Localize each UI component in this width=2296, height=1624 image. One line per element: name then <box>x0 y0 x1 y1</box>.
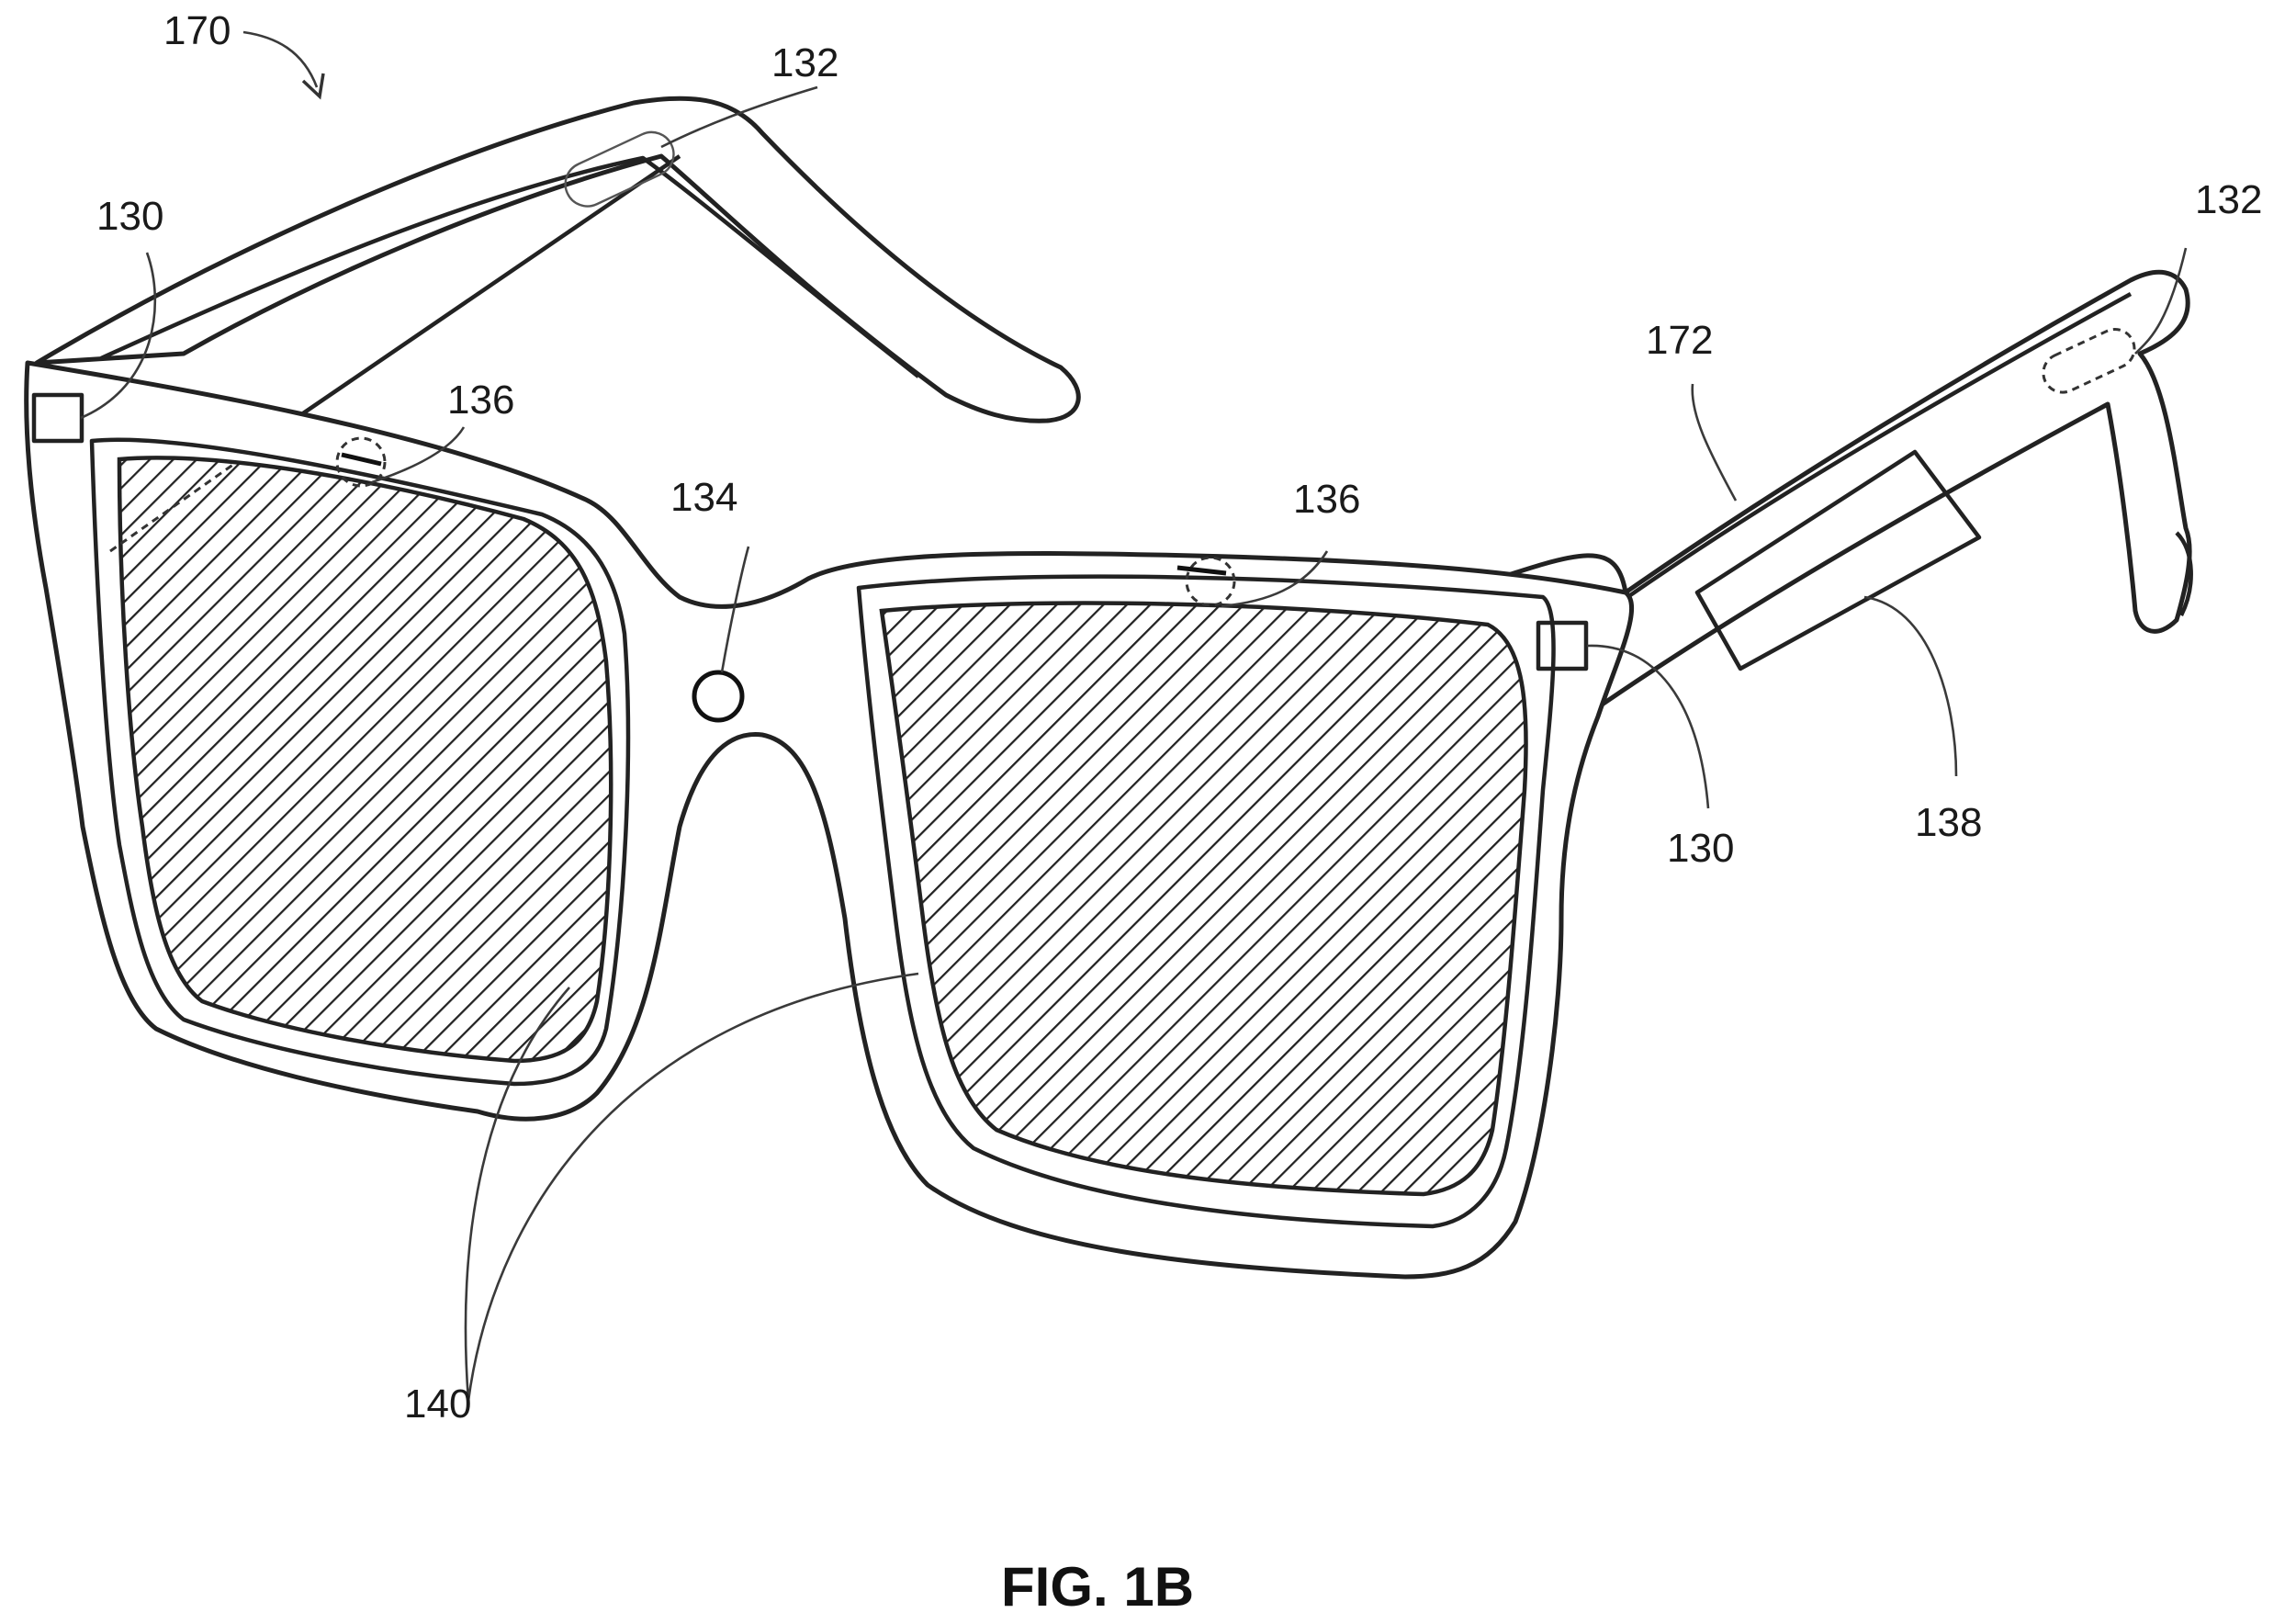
left-temple-arm <box>34 96 1081 423</box>
arrow-170 <box>242 30 319 88</box>
leader-130-right <box>1586 644 1710 809</box>
label-140: 140 <box>404 1382 471 1427</box>
light-indicator-left <box>335 436 387 488</box>
leader-136-left <box>371 426 466 484</box>
label-172: 172 <box>1646 318 1713 363</box>
leader-132-left <box>660 85 818 149</box>
label-132-left: 132 <box>771 40 838 85</box>
camera <box>692 670 745 723</box>
label-136-left: 136 <box>447 378 514 423</box>
label-170: 170 <box>163 8 231 53</box>
touch-pad-right <box>2042 327 2136 394</box>
light-indicator-right <box>1185 556 1236 607</box>
label-130-right: 130 <box>1667 826 1734 871</box>
lens-right <box>879 601 1528 1197</box>
sensor-right <box>1536 620 1589 671</box>
right-temple-arm <box>1467 269 2193 719</box>
leader-140-left <box>464 987 570 1402</box>
label-132-right: 132 <box>2195 177 2262 222</box>
arrow-170-head <box>301 73 325 100</box>
leader-130-left <box>80 252 157 420</box>
lens-left <box>117 456 613 1064</box>
label-130-left: 130 <box>96 194 163 239</box>
label-134: 134 <box>670 475 737 520</box>
light-bar-right <box>1176 565 1227 576</box>
leader-140-right <box>467 972 919 1402</box>
leader-172 <box>1691 383 1738 502</box>
leader-138 <box>1863 595 1958 777</box>
touch-pad-left <box>564 130 675 208</box>
figure-caption: FIG. 1B <box>1001 1556 1194 1618</box>
leader-lines <box>80 30 2188 1402</box>
leader-134 <box>720 546 750 673</box>
label-136-right: 136 <box>1293 477 1360 522</box>
label-138: 138 <box>1915 800 1982 845</box>
leader-132-right <box>2134 247 2188 355</box>
leader-136-right <box>1221 550 1329 608</box>
display-module <box>1694 449 1982 671</box>
light-bar-left <box>341 452 382 467</box>
